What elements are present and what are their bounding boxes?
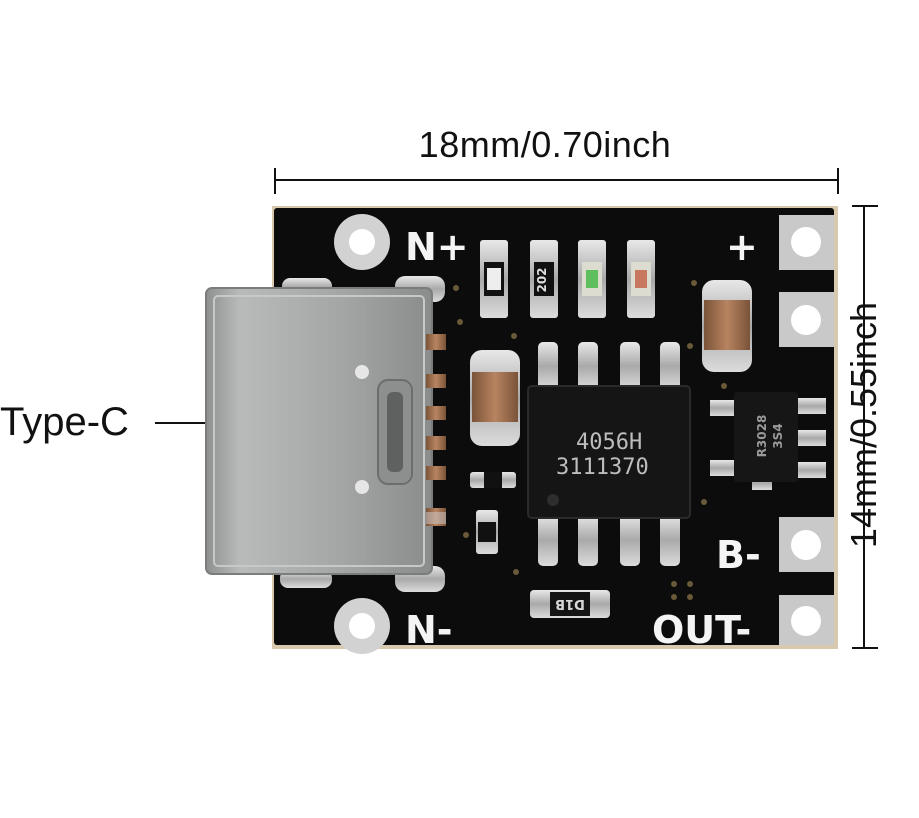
silkscreen-n-minus: N- — [405, 608, 453, 652]
mounting-hole — [334, 598, 390, 654]
regulator-marking-line2: 3S4 — [771, 423, 785, 448]
diode-d1b: D1B — [530, 590, 610, 618]
resistor-202: 202 — [530, 240, 558, 318]
capacitor-smd — [470, 350, 520, 446]
mounting-hole — [334, 214, 390, 270]
resistor-smd — [476, 510, 498, 554]
pad-out-minus — [779, 595, 834, 645]
charger-ic-4056h: 4056H 3111370 — [527, 342, 691, 566]
regulator-r3028: R3028 3S4 — [710, 392, 826, 490]
resistor-202-label: 202 — [535, 267, 549, 292]
ic-marking-line1: 4056H — [576, 430, 642, 455]
pad-plus-out — [779, 292, 834, 347]
width-dimension-label: 18mm/0.70inch — [418, 124, 672, 165]
via-holes — [453, 280, 727, 600]
pad-plus — [779, 215, 834, 270]
silkscreen-plus: + — [726, 225, 758, 269]
usb-type-c-connector — [205, 276, 446, 592]
capacitor-smd — [702, 280, 752, 372]
silkscreen-n-plus: N+ — [405, 225, 469, 269]
width-dimension-line — [274, 168, 839, 194]
height-dimension-line — [852, 205, 878, 649]
pad-b-minus — [779, 517, 834, 572]
ic-marking-line2: 3111370 — [556, 455, 649, 480]
led-red — [627, 240, 655, 318]
regulator-marking-line1: R3028 — [755, 415, 769, 458]
resistor-smd — [470, 472, 516, 488]
diode-marking: D1B — [555, 596, 585, 611]
type-c-callout-label: Type-C — [0, 400, 129, 444]
silkscreen-b-minus: B- — [716, 533, 761, 577]
led-green — [578, 240, 606, 318]
resistor-smd — [480, 240, 508, 318]
silkscreen-out-minus: OUT- — [652, 608, 751, 652]
